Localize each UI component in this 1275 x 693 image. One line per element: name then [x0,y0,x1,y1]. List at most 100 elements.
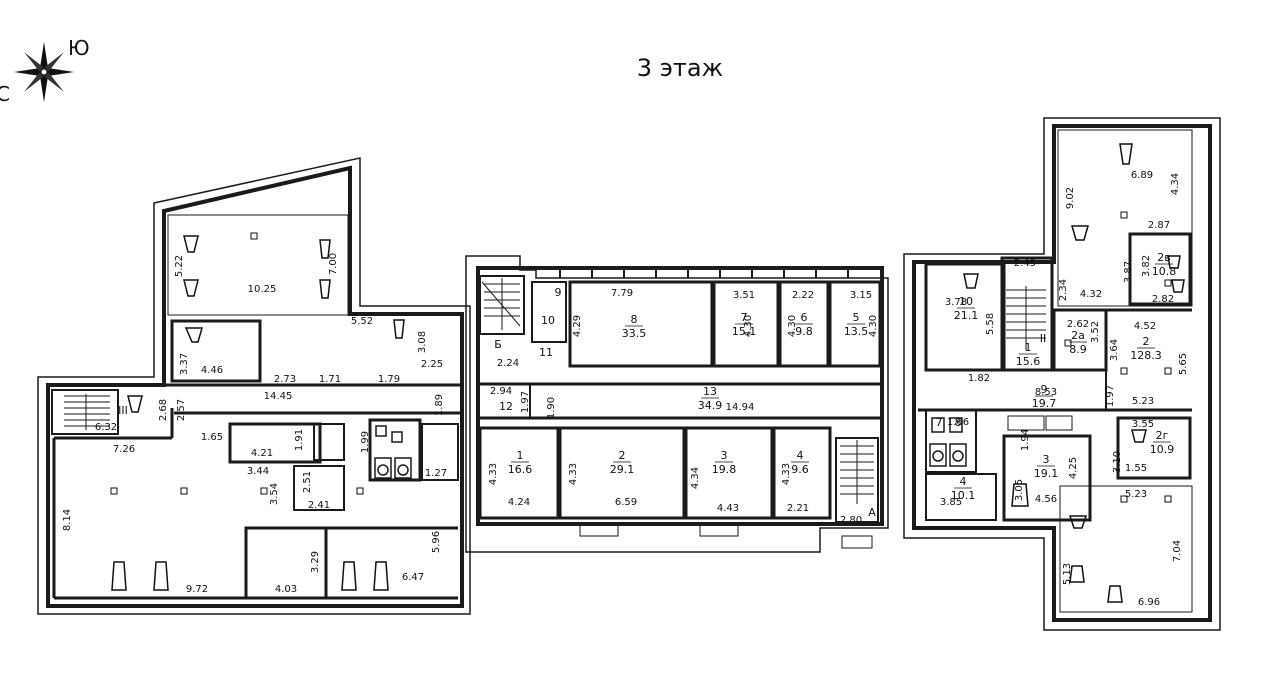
dimension-label: 2.73 [274,374,296,385]
dimension-label: 8.53 [1035,387,1057,398]
dimension-label: 3.37 [179,353,190,375]
dimension-label: 2.21 [787,503,809,514]
room-area-c6: 9.8 [795,325,813,338]
room-tag: 11 [539,346,553,359]
dimension-label: 2.24 [497,358,519,369]
dimension-label: 6.59 [615,497,637,508]
dimension-label: 4.43 [717,503,739,514]
room-area-c2: 29.1 [610,463,635,476]
dimension-label: 6.89 [1131,170,1153,181]
dimension-label: 1.82 [968,373,990,384]
dimension-label: 4.56 [1035,494,1057,505]
dimension-label: 4.29 [572,315,583,337]
dimension-label: 3.64 [1109,339,1120,361]
room-number-c3: 3 [721,449,728,462]
dimension-label: 2.87 [1148,220,1170,231]
room-number-r9: 9 [1041,383,1048,396]
room-number-c13: 13 [703,385,717,398]
compass-south-label: Ю [68,36,90,60]
room-number-r4: 4 [960,475,967,488]
dimension-label: 2.57 [176,399,187,421]
room-area-c4: 9.6 [791,463,809,476]
room-number-r2: 2 [1143,335,1150,348]
dimension-label: 2.62 [1067,319,1089,330]
room-number-c4: 4 [797,449,804,462]
room-tag: III [118,404,128,417]
dimension-label: 2.25 [421,359,443,370]
dimension-label: 4.34 [1170,173,1181,195]
dimension-label: 7.00 [328,253,339,275]
dimension-label: 2.45 [1014,258,1036,269]
dimension-label: 3.78 [945,297,967,308]
dimension-label: 5.52 [351,316,373,327]
dimension-label: 1.99 [360,431,371,453]
dimension-label: 3.29 [310,551,321,573]
dimension-label: 7.04 [1172,540,1183,562]
dimension-label: 3.10 [1112,451,1123,473]
dimension-label: 6.47 [402,572,424,583]
room-area-r4: 10.1 [951,489,976,502]
compass-north-label: С [0,82,10,106]
dimension-label: 10.25 [248,284,277,295]
dimension-label: 6.96 [1138,597,1160,608]
light-fixture-icons [111,143,1185,603]
room-tag: 10 [541,314,555,327]
room-tag: Б [494,338,502,351]
dimension-label: 3.44 [247,466,269,477]
dimension-label: 1.79 [378,374,400,385]
room-area-c3: 19.8 [712,463,737,476]
dimension-label: 1.97 [520,391,531,413]
dimension-label: 3.87 [1123,261,1134,283]
dimension-label: 1.90 [546,397,557,419]
room-area-c7: 15.1 [732,325,757,338]
dimension-label: 2.51 [302,471,313,493]
dimension-label: 4.30 [787,315,798,337]
room-number-r2a: 2а [1071,329,1085,342]
room-area-c1: 16.6 [508,463,533,476]
dimension-label: 8.14 [62,509,73,531]
room-tag: 8 [955,416,962,429]
dimension-label: 2.68 [158,399,169,421]
room-area-r2: 128.3 [1130,349,1162,362]
room-area-c13: 34.9 [698,399,723,412]
dimension-label: 1.55 [1125,463,1147,474]
room-area-c5: 13.5 [844,325,869,338]
room-number-c1: 1 [517,449,524,462]
dimension-label: 9.72 [186,584,208,595]
dimension-label: 1.71 [319,374,341,385]
dimension-label: 1.27 [425,468,447,479]
room-area-r2v: 10.8 [1152,265,1177,278]
dimension-label: 5.23 [1125,489,1147,500]
dimension-label: 1.94 [1020,429,1031,451]
room-number-c2: 2 [619,449,626,462]
labels-layer: 116.6229.1319.849.6513.569.8715.1833.513… [62,170,1189,608]
dimension-label: 4.03 [275,584,297,595]
dimension-label: 5.58 [985,313,996,335]
dimension-label: 5.96 [431,531,442,553]
room-tag: II [1040,332,1047,345]
room-tag: А [868,506,876,519]
room-number-c6: 6 [801,311,808,324]
dimension-label: 4.52 [1134,321,1156,332]
dimension-label: 6.32 [95,422,117,433]
room-area-r2g: 10.9 [1150,443,1175,456]
dimension-label: 2.94 [490,386,512,397]
dimension-label: 3.55 [1132,419,1154,430]
dimension-label: 3.82 [1141,255,1152,277]
dimension-label: 4.33 [488,463,499,485]
dimension-label: 4.30 [743,315,754,337]
room-area-c8: 33.5 [622,327,647,340]
room-area-r1: 15.6 [1016,355,1041,368]
room-area-r2a: 8.9 [1069,343,1087,356]
room-tag: 7 [936,416,943,429]
dimension-label: 4.33 [781,463,792,485]
room-number-r3: 3 [1043,453,1050,466]
dimension-label: 3.85 [940,497,962,508]
dimension-label: 1.66 [947,417,969,428]
dimension-label: 4.32 [1080,289,1102,300]
dimension-label: 4.46 [201,365,223,376]
right-wing [903,117,1221,631]
dimension-label: 2.82 [1152,294,1174,305]
floor-title: 3 этаж [636,54,724,82]
